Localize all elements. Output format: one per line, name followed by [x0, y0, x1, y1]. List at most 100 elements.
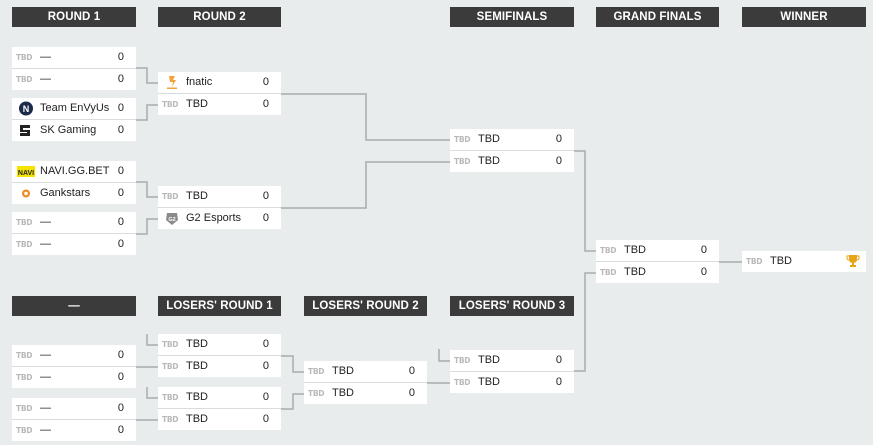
svg-text:N: N — [23, 104, 30, 114]
team-score: 0 — [117, 402, 124, 414]
team-score: 0 — [262, 360, 269, 372]
team-score: 0 — [555, 376, 562, 388]
team-score: 0 — [117, 216, 124, 228]
team-name: Gankstars — [40, 187, 91, 199]
team-score: 0 — [117, 165, 124, 177]
team-row[interactable]: TBD—0 — [12, 234, 136, 255]
header-losers-round-2: LOSERS' ROUND 2 — [304, 296, 427, 316]
row-divider — [450, 371, 574, 372]
team-score: 0 — [555, 133, 562, 145]
header-round-1: ROUND 1 — [12, 7, 136, 27]
team-row[interactable]: TBD—0 — [12, 69, 136, 90]
row-divider — [304, 382, 427, 383]
team-score: 0 — [555, 354, 562, 366]
row-divider — [12, 233, 136, 234]
team-row[interactable]: Gankstars 0 — [12, 183, 136, 204]
team-row[interactable]: TBD—0 — [12, 345, 136, 366]
header-grand-finals: GRAND FINALS — [596, 7, 719, 27]
team-score: 0 — [117, 124, 124, 136]
team-row[interactable]: NAVI NAVI.GG.BET 0 — [12, 161, 136, 182]
tbd-logo-icon: TBD — [16, 404, 33, 413]
header-winner: WINNER — [742, 7, 866, 27]
row-divider — [450, 150, 574, 151]
team-score: 0 — [117, 371, 124, 383]
team-score: 0 — [262, 190, 269, 202]
team-row[interactable]: TBD—0 — [12, 398, 136, 419]
header-losers-round-3: LOSERS' ROUND 3 — [450, 296, 574, 316]
tbd-logo-icon: TBD — [16, 351, 33, 360]
team-name: TBD — [478, 133, 500, 145]
team-name: TBD — [332, 387, 354, 399]
tbd-logo-icon: TBD — [162, 415, 179, 424]
team-name: SK Gaming — [40, 124, 97, 136]
team-name: TBD — [478, 376, 500, 388]
team-score: 0 — [262, 76, 269, 88]
navi-logo-icon: NAVI — [16, 164, 36, 179]
team-score: 0 — [408, 387, 415, 399]
team-row[interactable]: TBD—0 — [12, 367, 136, 388]
tbd-logo-icon: TBD — [16, 426, 33, 435]
tbd-logo-icon: TBD — [454, 135, 471, 144]
sk-gaming-logo-icon — [16, 123, 36, 138]
envyus-logo-icon: N — [16, 101, 36, 116]
tbd-logo-icon: TBD — [16, 53, 33, 62]
tbd-logo-icon: TBD — [746, 257, 763, 266]
team-score: 0 — [262, 212, 269, 224]
team-name: — — [40, 349, 51, 361]
team-row[interactable]: TBD—0 — [12, 212, 136, 233]
team-row[interactable]: TBD TBD 0 — [304, 383, 427, 404]
svg-text:G2: G2 — [168, 217, 175, 223]
team-name: NAVI.GG.BET — [40, 165, 110, 177]
winner-row[interactable]: TBD TBD — [742, 251, 866, 272]
team-name: TBD — [186, 338, 208, 350]
team-name: — — [40, 424, 51, 436]
tbd-logo-icon: TBD — [16, 240, 33, 249]
team-score: 0 — [117, 187, 124, 199]
team-score: 0 — [700, 266, 707, 278]
tbd-logo-icon: TBD — [308, 389, 325, 398]
team-name: TBD — [332, 365, 354, 377]
team-name: TBD — [624, 244, 646, 256]
team-score: 0 — [555, 155, 562, 167]
team-row[interactable]: TBD—0 — [12, 420, 136, 441]
team-row[interactable]: TBD—0 — [12, 47, 136, 68]
team-row[interactable]: TBD TBD 0 — [450, 129, 574, 150]
row-divider — [158, 207, 281, 208]
row-divider — [12, 68, 136, 69]
winner-box[interactable]: TBD TBD — [742, 251, 866, 272]
team-row[interactable]: SK Gaming 0 — [12, 120, 136, 141]
team-score: 0 — [117, 51, 124, 63]
team-name: — — [40, 371, 51, 383]
winner-name: TBD — [770, 255, 792, 267]
